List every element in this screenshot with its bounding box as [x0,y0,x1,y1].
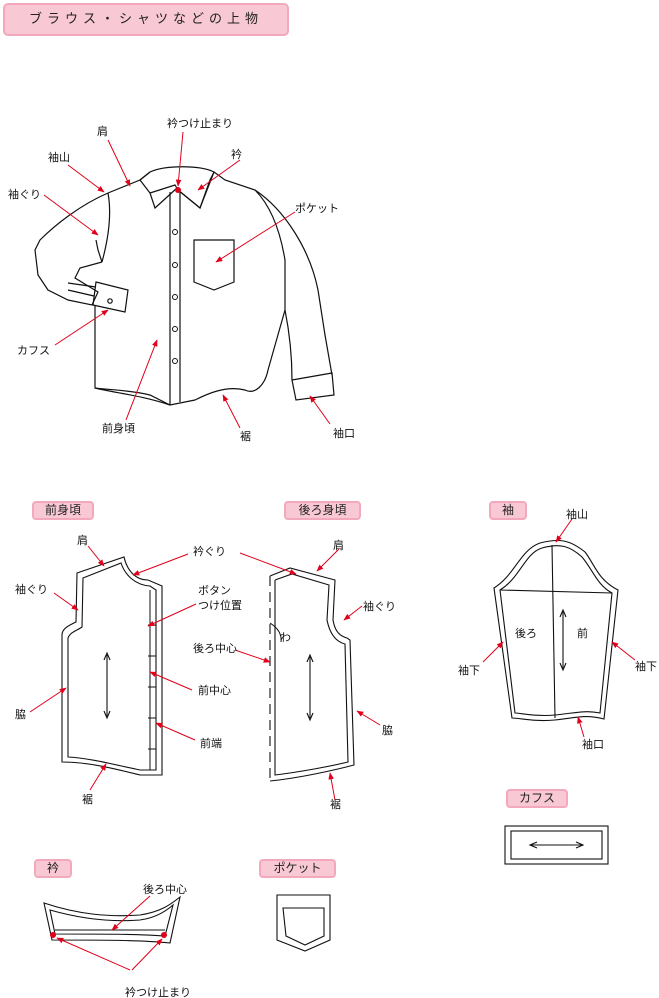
collar-stop-dot-right [161,932,167,938]
label-armhole: 袖ぐり [8,187,41,201]
button [172,294,178,300]
label-sleeve-opening: 袖口 [333,426,355,440]
front-label-armhole: 袖ぐり [15,582,48,596]
back-label-fold: わ [280,631,291,644]
button [172,358,178,364]
front-label-front-edge: 前端 [200,736,222,750]
pocket-pattern [276,894,331,952]
label-shoulder: 肩 [97,124,108,138]
front-label-side: 脇 [15,708,26,721]
button [172,326,178,332]
sleeve-label-underarm-right: 袖下 [635,659,657,673]
collar-tag: 衿 [34,859,72,878]
shirt-buttons [172,229,178,364]
sleeve-label-back: 後ろ [515,626,537,640]
cuffs-pattern [504,825,609,865]
button [172,262,178,268]
label-collar: 衿 [231,147,242,161]
front-label-center-front: 前中心 [198,683,231,697]
label-pocket: ポケット [295,202,339,215]
shirt-illustration [34,166,335,406]
label-sleeve-cap: 袖山 [48,150,70,164]
pocket-tag: ポケット [259,859,336,878]
collar-end-dot [175,187,181,193]
back-label-armhole: 袖ぐり [363,599,396,613]
front-label-shoulder: 肩 [77,533,88,547]
shirt-left-sleeve [34,192,109,306]
front-body-tag: 前身頃 [32,501,94,520]
back-label-hem: 裾 [330,797,341,811]
collar-label-center-back: 後ろ中心 [143,882,187,896]
front-label-button-2: つけ位置 [198,598,242,612]
shirt-callouts [43,131,331,429]
back-label-side: 脇 [382,724,393,737]
collar-stop-dot-left [50,932,56,938]
sleeve-label-front: 前 [577,626,588,640]
back-label-center-back: 後ろ中心 [193,641,237,655]
label-collar-stop: 衿つけ止まり [167,116,233,130]
shirt-pocket [193,239,235,291]
front-body-pattern [61,556,163,776]
back-body-pattern [269,567,355,782]
shirt-right-cuff [291,372,335,401]
sleeve-label-cap: 袖山 [566,507,588,521]
sleeve-label-opening: 袖口 [582,737,604,751]
label-cuffs: カフス [17,344,50,357]
sleeve-pattern [493,539,619,722]
front-label-button-1: ボタン [198,584,231,597]
back-label-shoulder: 肩 [333,538,344,552]
collar-pattern [43,895,181,944]
shirt-right-sleeve [254,189,333,381]
shirt-left-cuff [92,281,129,313]
back-body-tag: 後ろ身頃 [284,501,361,520]
front-label-neckline: 衿ぐり [193,544,226,558]
collar-label-stop: 衿つけ止まり [125,985,191,998]
sleeve-label-underarm-left: 袖下 [458,663,480,677]
sleeve-tag: 袖 [489,501,527,520]
page-title: ブラウス・シャツなどの上物 [3,3,289,36]
label-hem: 裾 [240,429,251,443]
button [172,229,178,235]
cuffs-tag: カフス [506,789,568,808]
label-front-body: 前身頃 [102,421,135,435]
shirt-placket [169,192,181,405]
front-label-hem: 裾 [82,792,93,806]
